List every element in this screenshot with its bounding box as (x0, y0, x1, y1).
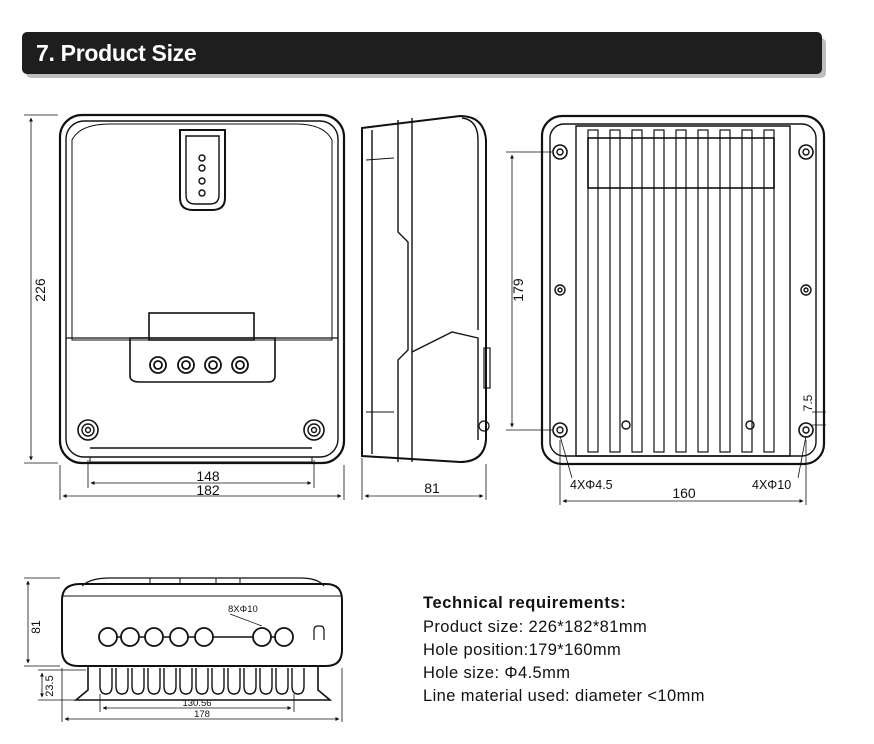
side-depth-label: 81 (424, 480, 440, 496)
bottom-holes-label: 8XΦ10 (228, 604, 258, 615)
bottom-lid (81, 577, 325, 587)
back-label-area (587, 137, 775, 189)
bottom-port (313, 625, 325, 640)
bottom-outer-width-label: 178 (194, 709, 210, 720)
requirements-title: Technical requirements: (423, 594, 627, 612)
bottom-lid-notches (149, 578, 241, 584)
section-title: 7. Product Size (36, 40, 197, 66)
button-panel (129, 337, 276, 383)
front-top-cover (71, 123, 333, 341)
side-port (483, 347, 491, 389)
front-buttons (149, 356, 249, 374)
front-view (24, 113, 346, 500)
back-right-hole-label: 4XΦ10 (752, 478, 791, 492)
lcd-display (148, 312, 255, 341)
back-outer-case (540, 114, 826, 466)
back-view (506, 114, 826, 505)
side-view (361, 114, 491, 500)
requirement-line-material: Line material used: diameter <10mm (423, 687, 705, 705)
technical-requirements: Technical requirements: Product size: 22… (423, 594, 843, 709)
front-screws (77, 419, 325, 441)
back-horizontal-spacing-label: 160 (672, 485, 696, 501)
front-bottom-feet (89, 456, 313, 463)
back-vertical-spacing-label: 179 (510, 278, 526, 302)
section-header (22, 32, 822, 74)
bottom-holes-leader (229, 613, 263, 627)
side-inner-2 (397, 120, 409, 462)
requirement-product-size: Product size: 226*182*81mm (423, 618, 648, 636)
side-front-edge (461, 117, 479, 330)
back-mount-holes (552, 144, 814, 438)
side-slots (365, 157, 395, 413)
cable-glands (98, 627, 294, 647)
bottom-foot-label: 23.5 (44, 675, 56, 696)
front-top-clip-inner (185, 135, 220, 205)
back-heatsink (575, 125, 791, 457)
back-offset-label: 7.5 (801, 394, 815, 411)
front-height-label: 226 (32, 278, 48, 302)
bottom-fins (99, 668, 305, 695)
bottom-inner-width-label: 130.56 (182, 698, 211, 709)
heatsink-fins (587, 129, 775, 453)
back-left-hole-label: 4XΦ4.5 (570, 478, 613, 492)
bottom-heatsink-base (73, 666, 333, 701)
side-body (361, 114, 487, 464)
requirement-hole-position: Hole position:179*160mm (423, 641, 622, 659)
bottom-view (24, 577, 343, 722)
side-knob (478, 420, 490, 432)
led-indicators (198, 154, 206, 197)
front-outer-case (58, 113, 346, 465)
front-outer-width-label: 182 (196, 482, 220, 498)
bottom-height-label: 81 (29, 620, 43, 634)
side-step (411, 331, 479, 440)
front-inner-width-label: 148 (196, 468, 220, 484)
front-top-clip (179, 129, 226, 211)
requirement-hole-size: Hole size: Φ4.5mm (423, 664, 571, 682)
